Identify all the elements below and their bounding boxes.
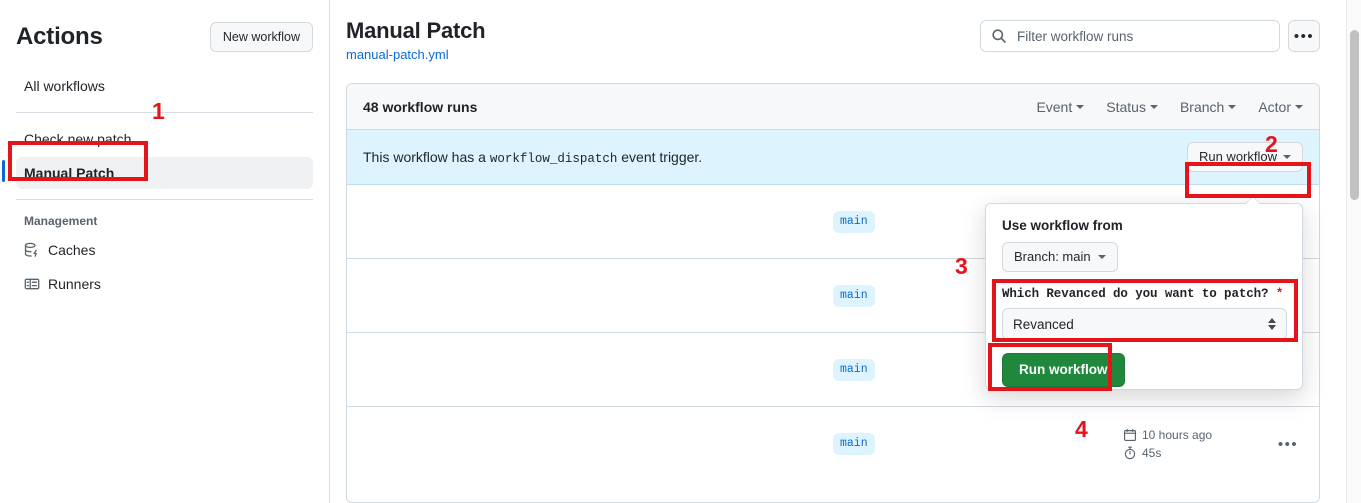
branch-badge[interactable]: main bbox=[833, 210, 875, 233]
table-row[interactable]: main bbox=[347, 185, 1319, 259]
required-marker: * bbox=[1275, 287, 1284, 301]
sidebar-item-manual-patch[interactable]: Manual Patch bbox=[2, 157, 313, 189]
run-duration: 45s bbox=[1123, 446, 1273, 460]
sidebar-item-label: Caches bbox=[48, 242, 96, 258]
branch-badge[interactable]: main bbox=[833, 284, 875, 307]
dispatch-event-code: workflow_dispatch bbox=[489, 151, 618, 166]
filter-workflow-runs-field[interactable] bbox=[1015, 27, 1269, 45]
run-meta-cell: 10 hours ago 45s bbox=[1123, 428, 1273, 460]
search-icon bbox=[992, 29, 1006, 43]
header-actions: ••• bbox=[980, 20, 1320, 52]
run-branch-cell: main bbox=[833, 358, 1123, 381]
filter-branch[interactable]: Branch bbox=[1179, 98, 1237, 115]
calendar-icon bbox=[1124, 428, 1136, 441]
runner-icon bbox=[24, 276, 40, 292]
sidebar-item-caches[interactable]: Caches bbox=[16, 234, 313, 266]
row-more-options-button[interactable]: ••• bbox=[1277, 435, 1299, 453]
workflow-input-label-text: Which Revanced do you want to patch? bbox=[1002, 287, 1269, 301]
workflow-header: Manual Patch manual-patch.yml ••• bbox=[346, 0, 1320, 64]
run-branch-cell: main bbox=[833, 284, 1123, 307]
new-workflow-button[interactable]: New workflow bbox=[209, 22, 313, 52]
sidebar-item-label: Manual Patch bbox=[24, 165, 115, 181]
sidebar: Actions New workflow All workflows Check… bbox=[0, 0, 330, 503]
filter-event[interactable]: Event bbox=[1036, 98, 1085, 115]
filter-status-label: Status bbox=[1106, 98, 1146, 115]
chevron-down-icon bbox=[1283, 155, 1291, 159]
chevron-down-icon bbox=[1149, 104, 1158, 109]
chevron-down-icon bbox=[1295, 104, 1303, 109]
runs-toolbar: 48 workflow runs Event Status Branch Act… bbox=[347, 84, 1319, 130]
workflow-input-label: Which Revanced do you want to patch? * bbox=[1002, 287, 1286, 301]
run-workflow-submit-button[interactable]: Run workflow bbox=[1002, 353, 1125, 387]
sidebar-divider bbox=[16, 199, 313, 200]
sidebar-nav: All workflows Check new patch Manual Pat… bbox=[2, 70, 313, 300]
run-workflow-button-label: Run workflow bbox=[1198, 149, 1277, 164]
cache-icon bbox=[24, 242, 40, 258]
chevron-down-icon bbox=[1076, 104, 1085, 109]
run-duration-text: 45s bbox=[1142, 446, 1162, 460]
sidebar-item-label: Check new patch bbox=[24, 131, 132, 147]
workflow-runs-panel: 48 workflow runs Event Status Branch Act… bbox=[346, 83, 1320, 503]
filter-status[interactable]: Status bbox=[1106, 99, 1158, 115]
dispatch-notice-text: This workflow has a workflow_dispatch ev… bbox=[363, 149, 702, 166]
run-branch-cell: main bbox=[833, 433, 1123, 455]
branch-badge[interactable]: main bbox=[833, 433, 875, 455]
revanced-select-value: Revanced bbox=[1013, 316, 1074, 332]
chevron-updown-icon bbox=[1268, 318, 1276, 330]
sidebar-item-check-new-patch[interactable]: Check new patch bbox=[16, 123, 313, 155]
workflow-title: Manual Patch bbox=[346, 18, 486, 43]
dispatch-notice-suffix: event trigger. bbox=[621, 148, 703, 165]
more-options-button[interactable]: ••• bbox=[1288, 20, 1320, 52]
filter-branch-label: Branch bbox=[1179, 98, 1225, 115]
sidebar-item-label: All workflows bbox=[24, 78, 105, 94]
branch-select-button[interactable]: Branch: main bbox=[1002, 242, 1118, 272]
scrollbar-thumb[interactable] bbox=[1350, 30, 1359, 200]
workflow-runs-count: 48 workflow runs bbox=[363, 98, 478, 115]
run-workflow-dropdown-button[interactable]: Run workflow bbox=[1186, 142, 1303, 172]
workflow-dispatch-banner: This workflow has a workflow_dispatch ev… bbox=[347, 130, 1319, 185]
sidebar-item-label: Runners bbox=[48, 276, 101, 292]
sidebar-item-all-workflows[interactable]: All workflows bbox=[16, 70, 313, 102]
sidebar-header: Actions New workflow bbox=[16, 22, 313, 52]
filter-actor-label: Actor bbox=[1258, 98, 1291, 115]
stopwatch-icon bbox=[1124, 446, 1136, 460]
revanced-select[interactable]: Revanced bbox=[1002, 308, 1287, 340]
run-date: 10 hours ago bbox=[1123, 428, 1273, 442]
workflow-heading-group: Manual Patch manual-patch.yml bbox=[346, 16, 486, 64]
use-workflow-from-label: Use workflow from bbox=[1002, 218, 1123, 233]
branch-select-label: Branch: main bbox=[1014, 249, 1091, 264]
filter-actor[interactable]: Actor bbox=[1258, 99, 1303, 115]
filter-event-label: Event bbox=[1036, 98, 1073, 115]
main-content: Manual Patch manual-patch.yml ••• 48 wor… bbox=[330, 0, 1336, 503]
run-workflow-dropdown-panel: Use workflow from Branch: main Which Rev… bbox=[985, 196, 1303, 390]
page-scrollbar[interactable] bbox=[1346, 0, 1361, 503]
table-row[interactable]: main bbox=[347, 259, 1319, 333]
run-date-text: 10 hours ago bbox=[1142, 428, 1213, 442]
runs-filters: Event Status Branch Actor bbox=[1036, 99, 1303, 115]
dispatch-notice-prefix: This workflow has a bbox=[363, 148, 486, 165]
sidebar-section-management: Management bbox=[24, 214, 98, 228]
dispatch-panel-body: Use workflow from Branch: main Which Rev… bbox=[986, 204, 1302, 387]
page-title: Actions bbox=[16, 23, 103, 50]
run-branch-cell: main bbox=[833, 210, 1123, 233]
branch-badge[interactable]: main bbox=[833, 358, 875, 381]
sidebar-divider bbox=[16, 112, 313, 113]
sidebar-item-runners[interactable]: Runners bbox=[16, 268, 313, 300]
workflow-file-link[interactable]: manual-patch.yml bbox=[346, 47, 449, 62]
table-row[interactable]: main 10 hours ago bbox=[347, 407, 1319, 481]
chevron-down-icon bbox=[1097, 255, 1106, 259]
chevron-down-icon bbox=[1228, 104, 1237, 109]
search-input[interactable] bbox=[980, 20, 1280, 52]
